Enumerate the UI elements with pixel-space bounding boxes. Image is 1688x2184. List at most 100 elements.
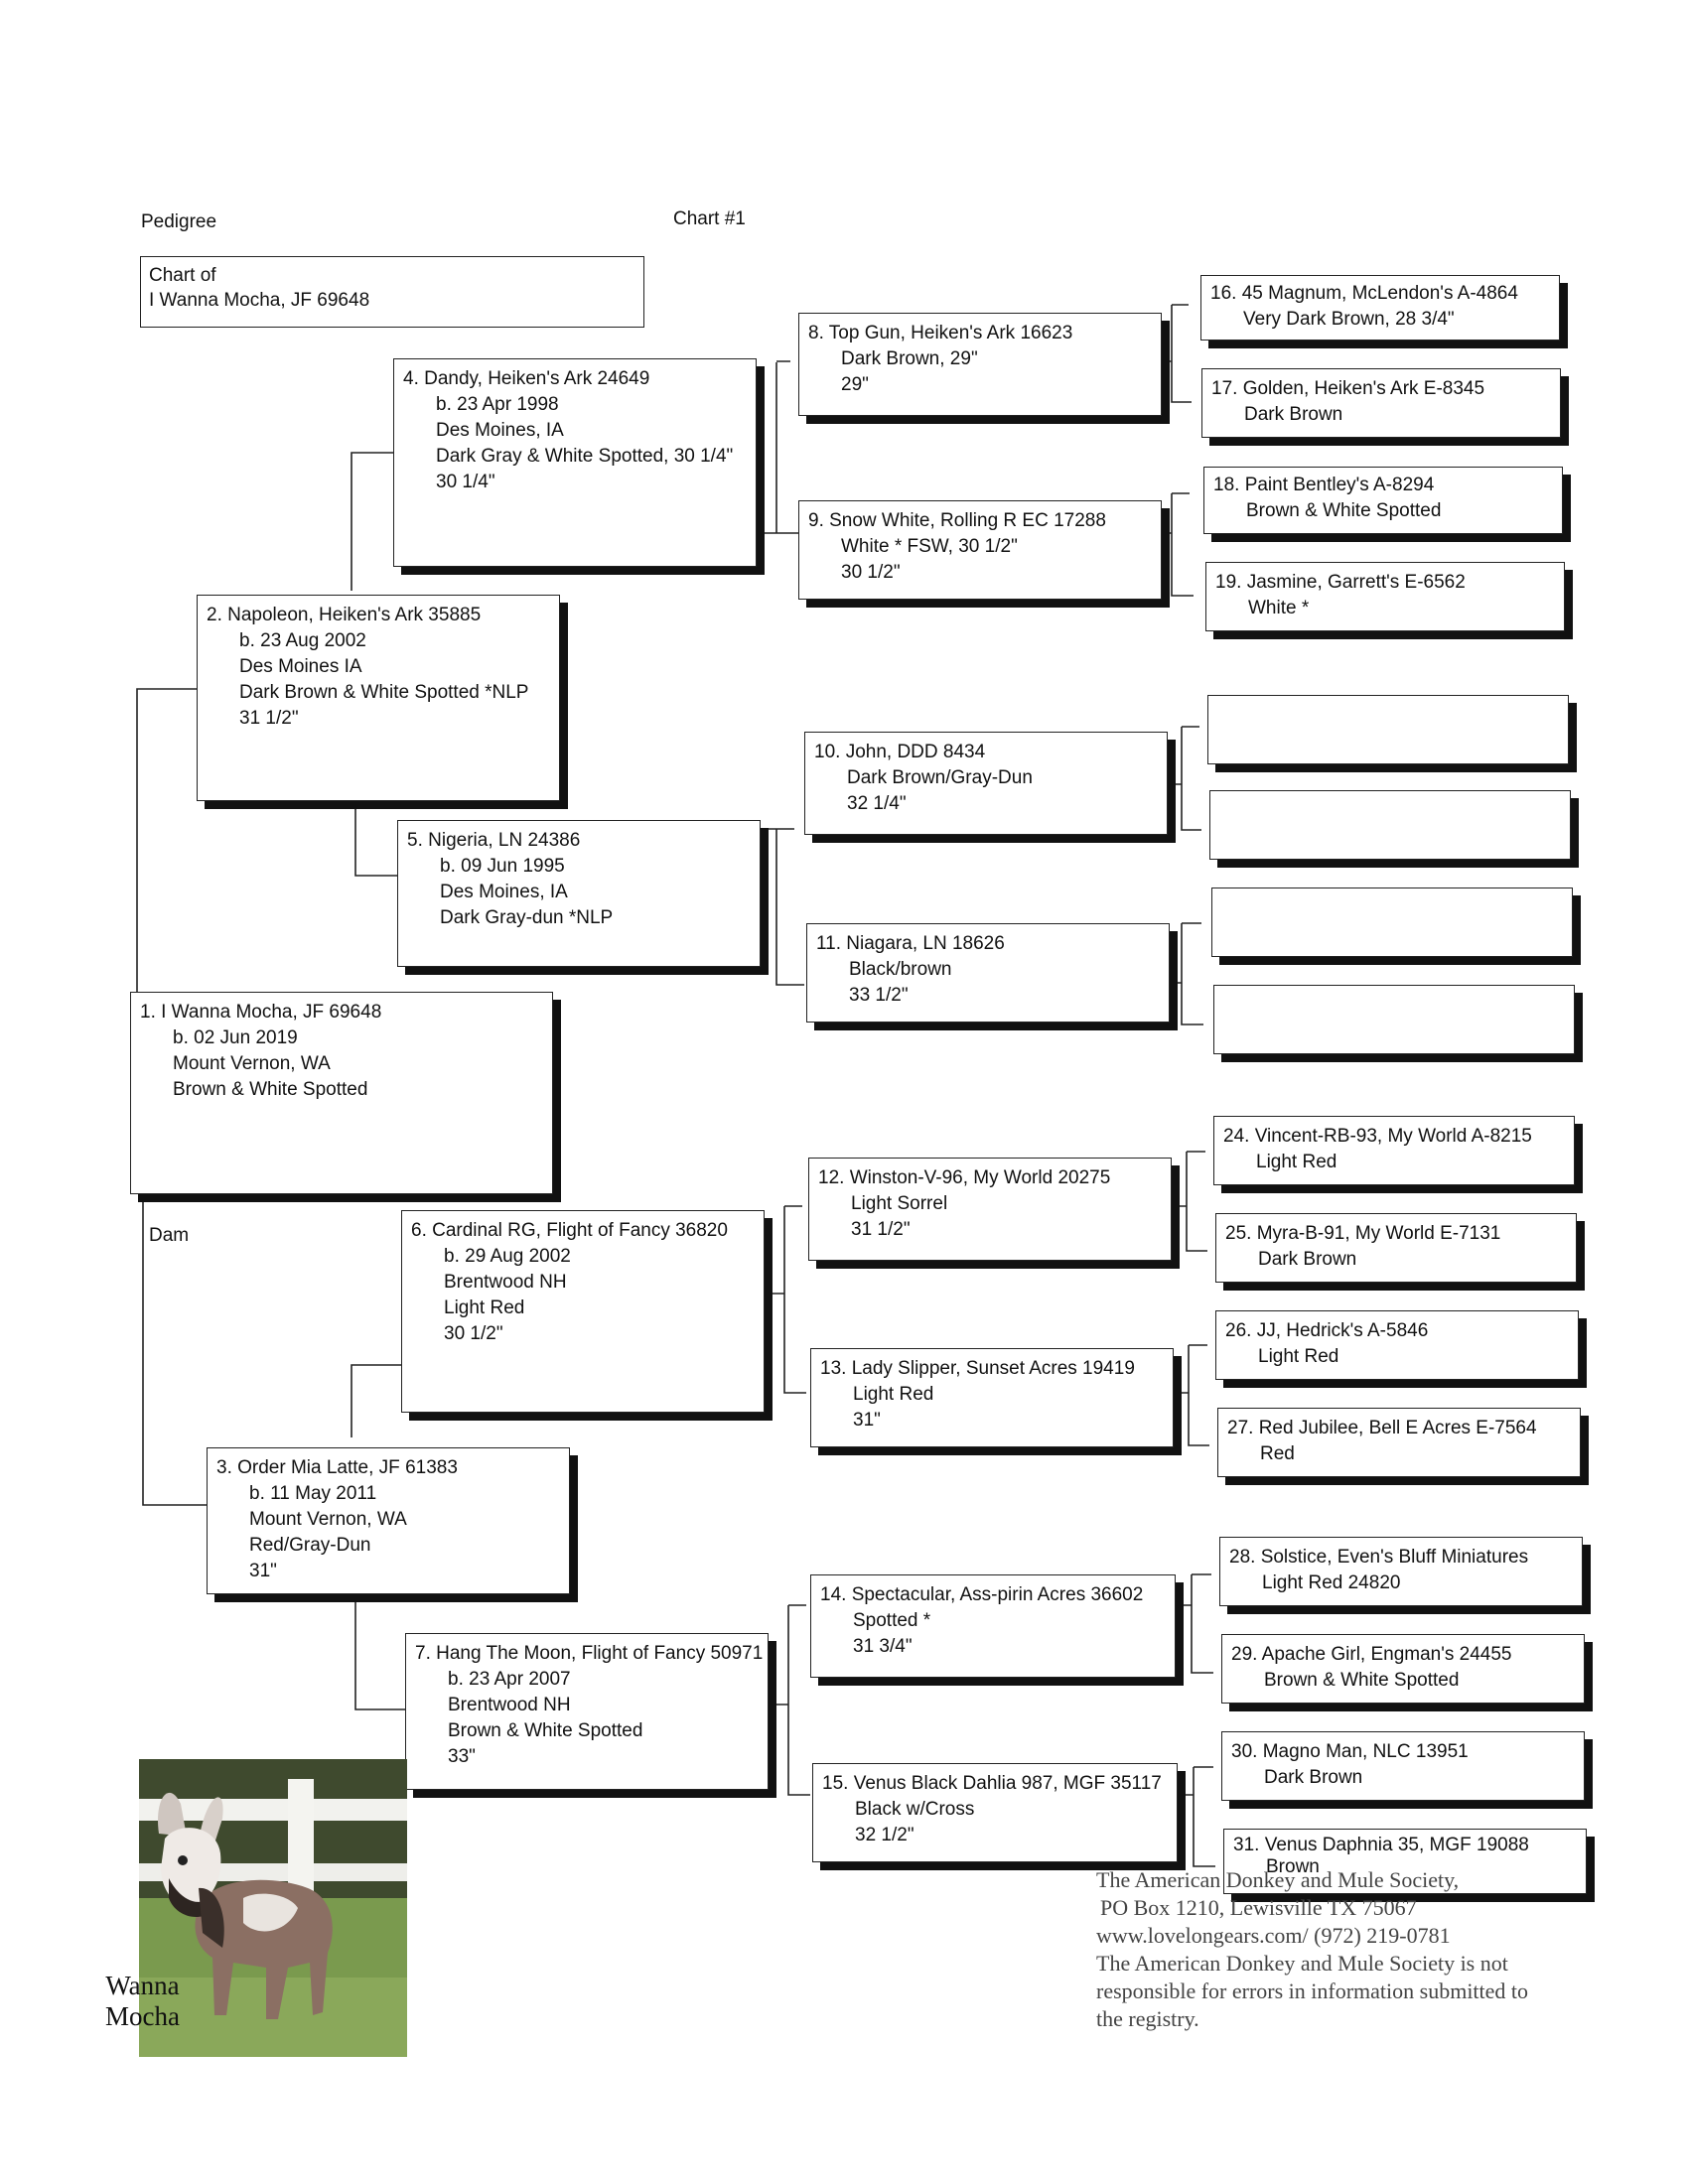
animal-18-color: Brown & White Spotted xyxy=(1246,500,1442,521)
animal-box-3: 3. Order Mia Latte, JF 61383 b. 11 May 2… xyxy=(207,1447,570,1594)
animal-13-color: Light Red xyxy=(853,1384,934,1405)
donkey-photo xyxy=(139,1759,407,2057)
animal-box-21 xyxy=(1209,790,1571,860)
animal-1-location: Mount Vernon, WA xyxy=(173,1053,331,1074)
animal-1-birth: b. 02 Jun 2019 xyxy=(173,1027,298,1048)
animal-15-height: 32 1/2" xyxy=(855,1825,914,1845)
animal-7-color: Brown & White Spotted xyxy=(448,1720,643,1741)
chart-of-name: I Wanna Mocha, JF 69648 xyxy=(149,290,370,311)
animal-15-color: Black w/Cross xyxy=(855,1799,975,1820)
animal-box-30: 30. Magno Man, NLC 13951 Dark Brown xyxy=(1221,1731,1585,1801)
footer-line-5: responsible for errors in information su… xyxy=(1096,1979,1529,2003)
animal-box-26: 26. JJ, Hedrick's A-5846 Light Red xyxy=(1215,1310,1579,1380)
animal-6-birth: b. 29 Aug 2002 xyxy=(444,1246,571,1267)
animal-12-color: Light Sorrel xyxy=(851,1193,948,1214)
animal-13-height: 31" xyxy=(853,1410,881,1431)
animal-box-19: 19. Jasmine, Garrett's E-6562 White * xyxy=(1205,562,1565,631)
animal-2-birth: b. 23 Aug 2002 xyxy=(239,630,366,651)
animal-24-name: 24. Vincent-RB-93, My World A-8215 xyxy=(1223,1126,1532,1147)
animal-box-1: 1. I Wanna Mocha, JF 69648 b. 02 Jun 201… xyxy=(130,992,553,1194)
animal-27-color: Red xyxy=(1260,1443,1295,1464)
animal-box-24: 24. Vincent-RB-93, My World A-8215 Light… xyxy=(1213,1116,1575,1185)
animal-31-color: Brown xyxy=(1266,1856,1320,1877)
animal-box-10: 10. John, DDD 8434 Dark Brown/Gray-Dun 3… xyxy=(804,732,1168,835)
animal-19-color: White * xyxy=(1248,598,1310,618)
animal-9-name: 9. Snow White, Rolling R EC 17288 xyxy=(808,510,1106,531)
animal-4-color: Dark Gray & White Spotted, 30 1/4" xyxy=(436,446,734,467)
animal-box-23 xyxy=(1213,985,1575,1054)
animal-box-18: 18. Paint Bentley's A-8294 Brown & White… xyxy=(1203,467,1563,534)
animal-29-name: 29. Apache Girl, Engman's 24455 xyxy=(1231,1644,1512,1665)
animal-4-name: 4. Dandy, Heiken's Ark 24649 xyxy=(403,368,650,389)
animal-14-height: 31 3/4" xyxy=(853,1636,913,1657)
animal-9-height: 30 1/2" xyxy=(841,562,901,583)
animal-5-location: Des Moines, IA xyxy=(440,882,568,902)
animal-27-name: 27. Red Jubilee, Bell E Acres E-7564 xyxy=(1227,1418,1537,1438)
animal-18-name: 18. Paint Bentley's A-8294 xyxy=(1213,475,1435,495)
animal-box-5: 5. Nigeria, LN 24386 b. 09 Jun 1995 Des … xyxy=(397,820,761,967)
footer-line-1: The American Donkey and Mule Society, xyxy=(1096,1867,1460,1892)
animal-16-color: Very Dark Brown, 28 3/4" xyxy=(1243,309,1455,330)
animal-8-height: 29" xyxy=(841,374,869,395)
animal-28-name: 28. Solstice, Even's Bluff Miniatures xyxy=(1229,1547,1529,1568)
footer-line-6: the registry. xyxy=(1096,2006,1199,2031)
animal-3-location: Mount Vernon, WA xyxy=(249,1509,407,1530)
animal-box-28: 28. Solstice, Even's Bluff Miniatures Li… xyxy=(1219,1537,1583,1606)
animal-1-name: 1. I Wanna Mocha, JF 69648 xyxy=(140,1002,382,1023)
animal-14-color: Spotted * xyxy=(853,1610,931,1631)
animal-17-name: 17. Golden, Heiken's Ark E-8345 xyxy=(1211,378,1485,399)
pedigree-title: Pedigree xyxy=(141,211,217,232)
animal-30-color: Dark Brown xyxy=(1264,1767,1363,1788)
animal-box-14: 14. Spectacular, Ass-pirin Acres 36602 S… xyxy=(810,1574,1176,1678)
animal-30-name: 30. Magno Man, NLC 13951 xyxy=(1231,1741,1469,1762)
animal-box-17: 17. Golden, Heiken's Ark E-8345 Dark Bro… xyxy=(1201,368,1561,438)
animal-25-color: Dark Brown xyxy=(1258,1249,1357,1270)
animal-box-25: 25. Myra-B-91, My World E-7131 Dark Brow… xyxy=(1215,1213,1577,1283)
photo-caption: Wanna Mocha xyxy=(105,1971,180,2032)
animal-5-color: Dark Gray-dun *NLP xyxy=(440,907,614,928)
animal-12-height: 31 1/2" xyxy=(851,1219,911,1240)
animal-box-4: 4. Dandy, Heiken's Ark 24649 b. 23 Apr 1… xyxy=(393,358,757,567)
animal-4-height: 30 1/4" xyxy=(436,472,495,492)
photo-caption-line1: Wanna xyxy=(105,1971,180,2000)
animal-7-birth: b. 23 Apr 2007 xyxy=(448,1669,571,1690)
animal-26-color: Light Red xyxy=(1258,1346,1339,1367)
animal-box-2: 2. Napoleon, Heiken's Ark 35885 b. 23 Au… xyxy=(197,595,560,801)
animal-box-29: 29. Apache Girl, Engman's 24455 Brown & … xyxy=(1221,1634,1585,1704)
footer-line-3: www.lovelongears.com/ (972) 219-0781 xyxy=(1096,1923,1451,1948)
animal-box-7: 7. Hang The Moon, Flight of Fancy 50971 … xyxy=(405,1633,769,1790)
animal-1-color: Brown & White Spotted xyxy=(173,1079,368,1100)
animal-25-name: 25. Myra-B-91, My World E-7131 xyxy=(1225,1223,1501,1244)
animal-4-location: Des Moines, IA xyxy=(436,420,564,441)
animal-28-color: Light Red 24820 xyxy=(1262,1572,1401,1593)
animal-box-27: 27. Red Jubilee, Bell E Acres E-7564 Red xyxy=(1217,1408,1581,1477)
animal-6-name: 6. Cardinal RG, Flight of Fancy 36820 xyxy=(411,1220,728,1241)
animal-6-location: Brentwood NH xyxy=(444,1272,567,1293)
animal-3-height: 31" xyxy=(249,1561,277,1581)
animal-box-15: 15. Venus Black Dahlia 987, MGF 35117 Bl… xyxy=(812,1763,1178,1862)
animal-6-color: Light Red xyxy=(444,1297,525,1318)
animal-24-color: Light Red xyxy=(1256,1152,1337,1172)
animal-26-name: 26. JJ, Hedrick's A-5846 xyxy=(1225,1320,1429,1341)
animal-10-height: 32 1/4" xyxy=(847,793,907,814)
animal-11-color: Black/brown xyxy=(849,959,952,980)
animal-box-8: 8. Top Gun, Heiken's Ark 16623 Dark Brow… xyxy=(798,313,1162,416)
animal-box-13: 13. Lady Slipper, Sunset Acres 19419 Lig… xyxy=(810,1348,1174,1447)
animal-10-name: 10. John, DDD 8434 xyxy=(814,742,986,762)
animal-19-name: 19. Jasmine, Garrett's E-6562 xyxy=(1215,572,1466,593)
photo-caption-line2: Mocha xyxy=(105,2001,180,2031)
animal-8-name: 8. Top Gun, Heiken's Ark 16623 xyxy=(808,323,1073,343)
animal-13-name: 13. Lady Slipper, Sunset Acres 19419 xyxy=(820,1358,1135,1379)
animal-box-9: 9. Snow White, Rolling R EC 17288 White … xyxy=(798,500,1162,600)
chart-of-box: Chart of I Wanna Mocha, JF 69648 xyxy=(140,256,644,328)
animal-8-color: Dark Brown, 29" xyxy=(841,348,978,369)
chart-number: Chart #1 xyxy=(673,208,746,229)
animal-box-22 xyxy=(1211,887,1573,957)
animal-7-name: 7. Hang The Moon, Flight of Fancy 50971 xyxy=(415,1643,764,1664)
animal-box-6: 6. Cardinal RG, Flight of Fancy 36820 b.… xyxy=(401,1210,765,1413)
animal-box-31: 31. Venus Daphnia 35, MGF 19088 Brown xyxy=(1223,1829,1587,1894)
animal-box-20 xyxy=(1207,695,1569,764)
animal-5-birth: b. 09 Jun 1995 xyxy=(440,856,565,877)
animal-14-name: 14. Spectacular, Ass-pirin Acres 36602 xyxy=(820,1584,1144,1605)
